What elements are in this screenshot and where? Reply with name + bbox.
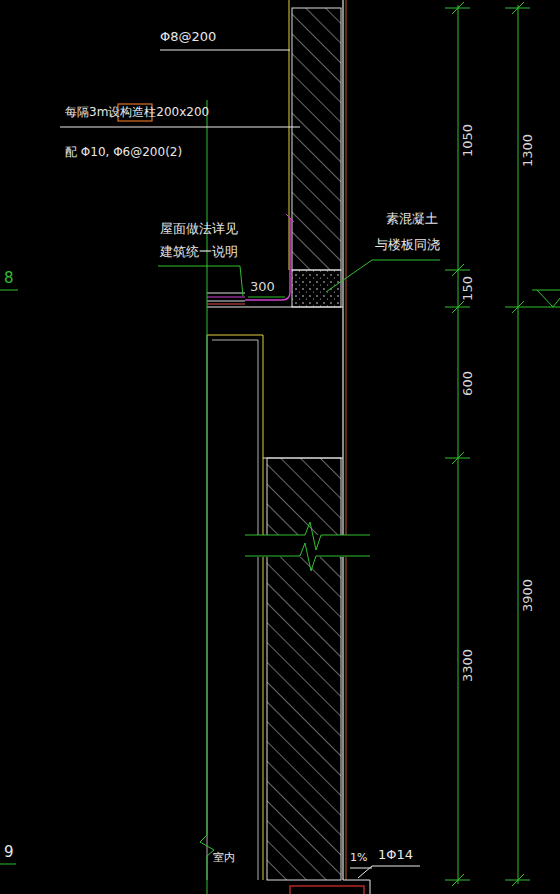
- break-line: [245, 522, 370, 550]
- material-note: 与楼板同浇: [375, 238, 440, 253]
- level-mark: [537, 290, 560, 307]
- axis-mark: [0, 864, 16, 865]
- rebar-note: 配 Φ10, Φ6@200(2): [65, 146, 182, 160]
- axis-mark: [0, 290, 18, 291]
- outer-face: [342, 0, 343, 880]
- dimension: 150: [461, 276, 476, 301]
- lower-wall: [267, 458, 341, 880]
- beam-edge: [207, 335, 263, 880]
- dimension: 3300: [461, 648, 476, 681]
- leader-line: [158, 266, 243, 296]
- leader-line: [372, 866, 420, 867]
- parapet-wall: [292, 8, 341, 270]
- dimension: 1050: [461, 123, 476, 156]
- slope-label: 1%: [350, 852, 367, 865]
- dim-line: [248, 297, 285, 298]
- slab-line: [207, 307, 343, 308]
- axis-leader: [200, 100, 214, 894]
- waterproof-upturn: [245, 218, 290, 300]
- rebar-label: 1Φ14: [378, 848, 413, 863]
- highlight-box: [290, 886, 364, 894]
- break-line: [245, 543, 370, 571]
- dim-line: [458, 5, 459, 884]
- leader-line: [358, 866, 372, 878]
- leader-line: [60, 127, 300, 128]
- column-note: 每隔3m设构造柱200x200: [65, 106, 209, 120]
- axis-number: 9: [4, 844, 14, 861]
- ledge: [343, 880, 370, 881]
- leader-line: [326, 260, 440, 292]
- finish-line: [346, 0, 347, 880]
- material-note: 素混凝土: [386, 212, 438, 227]
- concrete-curb: [292, 270, 341, 307]
- roof-layer: [207, 297, 245, 298]
- window-head: [263, 458, 343, 459]
- level-mark: [532, 290, 560, 291]
- roof-note: 建筑统一说明: [160, 245, 238, 260]
- dimension: 1300: [521, 133, 536, 166]
- dim-ticks: [505, 2, 560, 886]
- ledge: [370, 880, 371, 894]
- leader-line: [160, 50, 290, 51]
- dimension: 3900: [521, 578, 536, 611]
- roof-layer: [207, 304, 245, 305]
- roof-note: 屋面做法详见: [160, 222, 238, 237]
- beam-edge: [212, 340, 258, 880]
- waterproof-end: [286, 214, 294, 222]
- room-label: 室内: [213, 852, 235, 865]
- rebar-note: Φ8@200: [160, 30, 216, 45]
- axis-number: 8: [4, 270, 14, 287]
- dimension: 300: [250, 280, 275, 295]
- roof-layer: [207, 301, 245, 302]
- dim-line: [518, 5, 519, 884]
- roof-layer: [207, 293, 245, 294]
- dimension: 600: [461, 371, 476, 396]
